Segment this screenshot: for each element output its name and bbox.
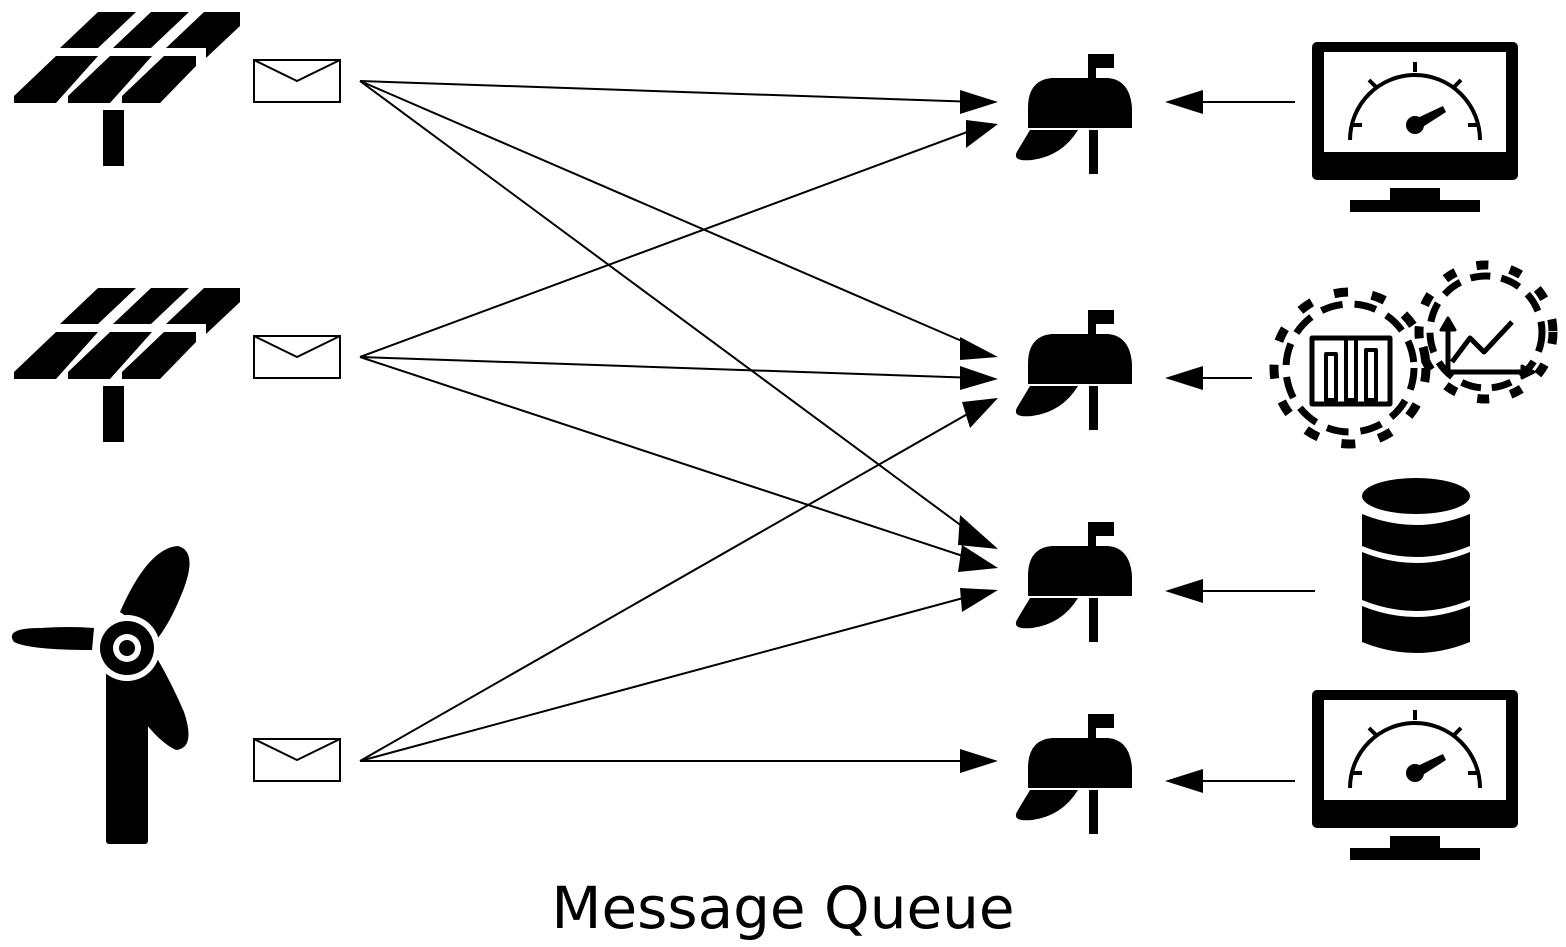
connection-line xyxy=(359,80,979,539)
connection-line xyxy=(359,593,979,762)
arrowhead xyxy=(1165,579,1203,603)
connection-line xyxy=(359,80,979,103)
arrowhead xyxy=(960,588,998,612)
connections xyxy=(359,80,1315,782)
arrowhead xyxy=(962,398,998,428)
wind-turbine-icon xyxy=(11,546,190,844)
monitor-gauge-icon xyxy=(1310,40,1520,214)
arrowhead xyxy=(958,545,998,572)
arrowhead xyxy=(1165,366,1203,390)
arrowhead xyxy=(960,337,998,360)
arrowhead xyxy=(960,749,998,773)
connection-line xyxy=(359,80,979,349)
monitor-gauge-icon xyxy=(1310,688,1520,862)
arrowhead xyxy=(1165,769,1203,793)
producer-solar-panel-2 xyxy=(14,288,240,442)
arrowhead xyxy=(960,90,998,114)
solar-panel-icon xyxy=(14,12,240,166)
arrowhead xyxy=(958,515,998,549)
mailbox-icon xyxy=(1015,54,1132,174)
solar-panel-icon xyxy=(14,288,240,442)
connection-line xyxy=(359,356,979,379)
connection-line xyxy=(359,127,979,358)
arrowhead xyxy=(960,366,998,390)
connection-line xyxy=(359,356,979,562)
gears-analytics-icon xyxy=(1269,260,1558,449)
producer-wind-turbine xyxy=(11,546,190,844)
database-icon xyxy=(1362,478,1470,653)
connection-line xyxy=(359,407,979,762)
producer-solar-panel-1 xyxy=(14,12,240,166)
arrowheads xyxy=(958,90,1203,793)
message-queue-diagram xyxy=(11,12,1558,862)
envelope-icon xyxy=(253,59,341,103)
mailbox-icon xyxy=(1015,310,1132,430)
arrowhead xyxy=(1165,90,1203,114)
mailbox-icon xyxy=(1015,522,1132,642)
mailbox-icon xyxy=(1015,714,1132,834)
arrowhead xyxy=(966,120,998,148)
envelope-icon xyxy=(253,738,341,782)
envelope-icon xyxy=(253,335,341,379)
diagram-caption: Message Queue xyxy=(551,874,1015,942)
